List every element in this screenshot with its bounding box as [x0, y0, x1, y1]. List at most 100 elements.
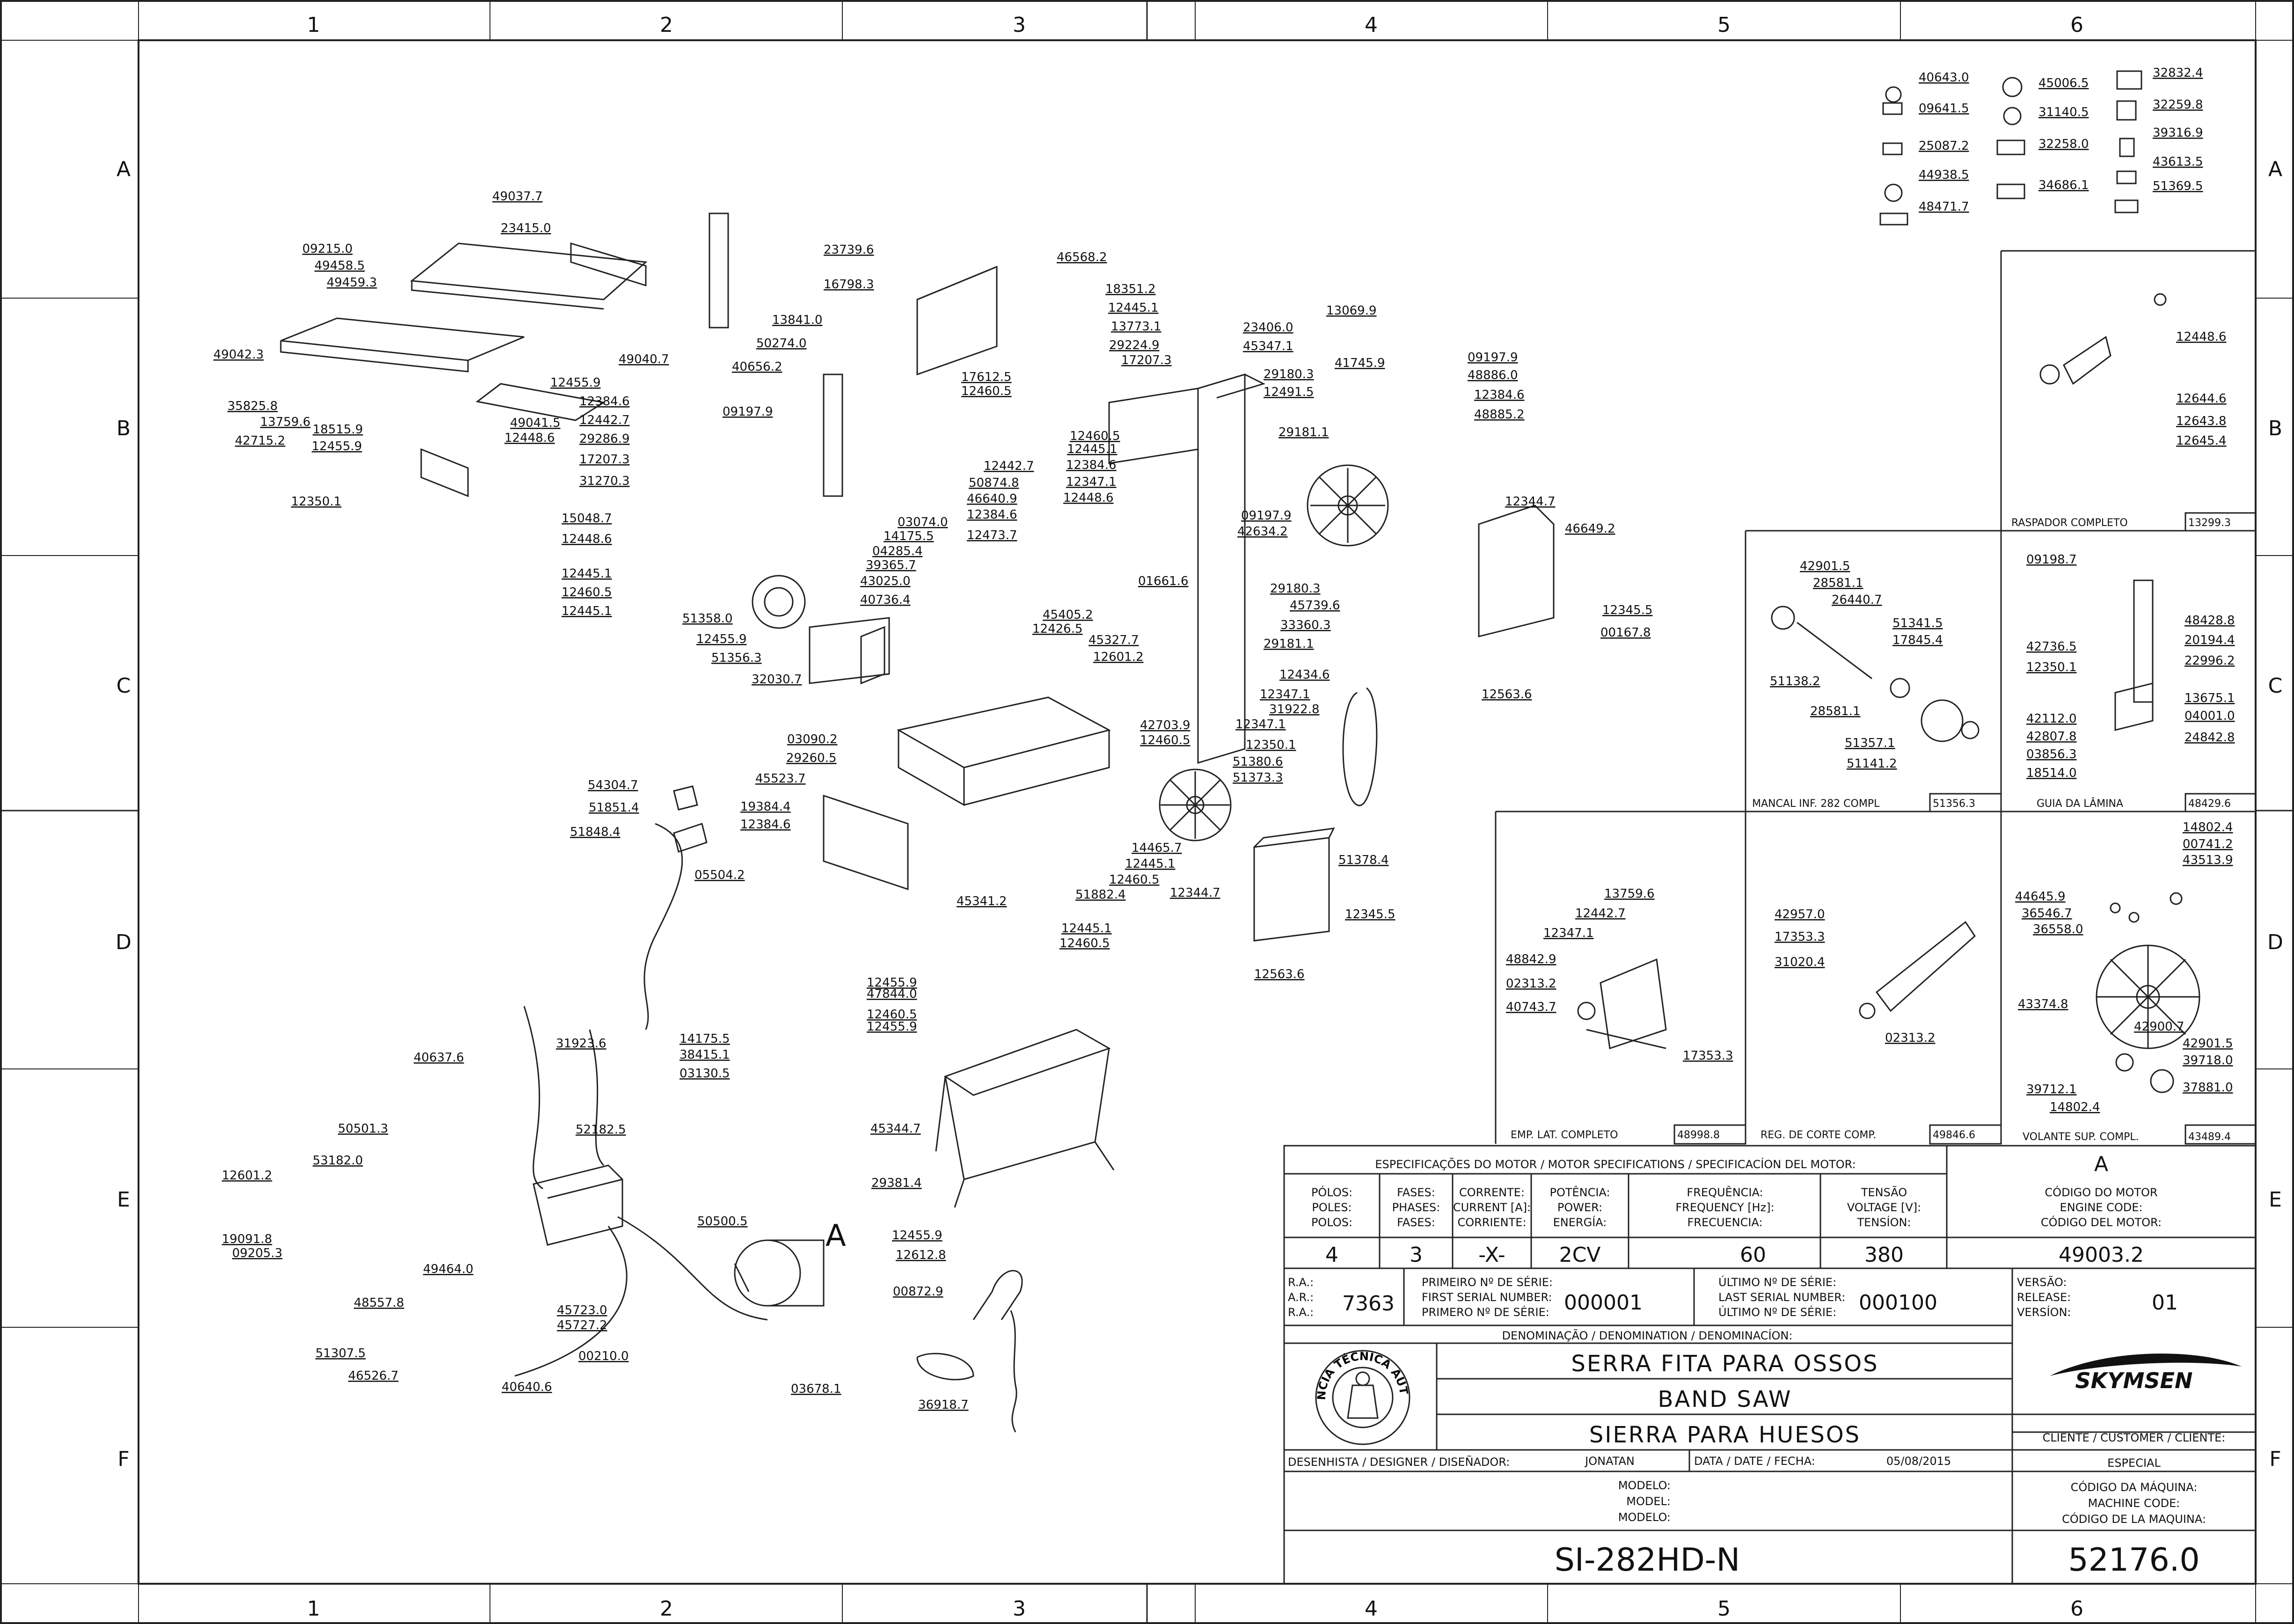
inset-part-label: 42957.0 — [1775, 907, 1825, 922]
part-number-label: 29180.3 — [1270, 582, 1321, 596]
part-number-label: 12445.1 — [1108, 301, 1159, 315]
part-number-label: 09197.9 — [723, 405, 773, 419]
legend-labels: 40643.009641.525087.244938.548471.745006… — [1919, 66, 2203, 214]
inset-part-label: 09198.7 — [2026, 553, 2077, 567]
part-number-label: 45344.7 — [870, 1122, 921, 1136]
part-number-label: 19384.4 — [740, 800, 791, 814]
part-number-label: 09205.3 — [232, 1246, 283, 1260]
inset-part-label: 24842.8 — [2184, 731, 2235, 745]
part-number-label: 13759.6 — [260, 415, 311, 429]
part-number-label: 12455.9 — [696, 632, 747, 646]
machine-code-label: MACHINE CODE: — [2088, 1497, 2180, 1510]
inset-part-label: 28581.1 — [1810, 704, 1861, 718]
part-number-label: 51851.4 — [589, 801, 639, 815]
part-number-label: 49464.0 — [423, 1262, 474, 1276]
part-number-label: 52182.5 — [576, 1123, 626, 1137]
part-number-label: 12347.1 — [1235, 717, 1286, 732]
part-number-label: 45347.1 — [1243, 339, 1293, 353]
part-number-label: 29181.1 — [1264, 637, 1314, 651]
inset-part-label: 43374.8 — [2018, 997, 2068, 1011]
inset-part-label: 42900.7 — [2134, 1020, 2184, 1034]
legend-code-label: 40643.0 — [1919, 71, 1969, 85]
inset-part-label: 04001.0 — [2184, 709, 2235, 723]
inset-part-label: 37881.0 — [2183, 1081, 2233, 1095]
part-labels: 09215.049458.549459.349042.349037.723415… — [213, 190, 1653, 1412]
first-serial-label: FIRST SERIAL NUMBER: — [1422, 1291, 1552, 1304]
part-number-label: 12460.5 — [1070, 429, 1120, 443]
inset-part-label: 42901.5 — [1800, 559, 1850, 573]
part-number-label: 12460.5 — [1140, 733, 1191, 747]
machine-name: SERRA FITA PARA OSSOS — [1571, 1351, 1878, 1377]
part-number-label: 12455.9 — [312, 439, 362, 454]
ra-label: R.A.: — [1288, 1276, 1314, 1289]
grid-row-label: D — [116, 930, 132, 954]
machine-name: SIERRA PARA HUESOS — [1589, 1422, 1861, 1448]
inset-part-label: 44645.9 — [2015, 890, 2066, 904]
legend-code-label: 32259.8 — [2153, 98, 2203, 112]
part-number-label: 48557.8 — [354, 1296, 404, 1310]
part-number-label: 18515.9 — [313, 423, 363, 437]
client-label: CLIENTE / CUSTOMER / CLIENTE: — [2043, 1431, 2226, 1444]
legend-icons — [1879, 70, 2142, 226]
last-serial-label: LAST SERIAL NUMBER: — [1718, 1291, 1845, 1304]
inset-title: MANCAL INF. 282 COMPL — [1752, 798, 1880, 810]
inset-code: 48429.6 — [2188, 798, 2231, 810]
part-number-label: 12601.2 — [1093, 650, 1144, 664]
part-number-label: 12601.2 — [222, 1169, 272, 1183]
version-label: VERSÃO: — [2017, 1275, 2067, 1289]
grid-row-label: E — [117, 1188, 130, 1212]
part-number-label: 12350.1 — [291, 495, 342, 509]
spec-header: POTÊNCIA: — [1549, 1185, 1610, 1199]
part-number-label: 12426.5 — [1032, 622, 1083, 636]
inset-part-label: 12645.4 — [2176, 434, 2227, 448]
part-number-label: 00167.8 — [1600, 626, 1651, 640]
spec-header: ENERGÍA: — [1553, 1215, 1607, 1229]
part-number-label: 29260.5 — [786, 751, 837, 765]
part-number-label: 51373.3 — [1233, 771, 1283, 785]
inset-part-label: 43513.9 — [2183, 853, 2233, 867]
last-serial-label: ÚLTIMO Nº DE SÉRIE: — [1718, 1275, 1836, 1289]
inset-part-label: 48428.8 — [2184, 614, 2235, 628]
part-number-label: 54304.7 — [588, 778, 638, 792]
inset-part-label: 36546.7 — [2022, 907, 2072, 921]
part-number-label: 14175.5 — [679, 1032, 730, 1046]
spec-header: FREQUÊNCIA: — [1687, 1185, 1763, 1199]
spec-value: 3 — [1410, 1243, 1423, 1267]
spec-header: PHASES: — [1392, 1201, 1440, 1214]
legend-code-label: 25087.2 — [1919, 139, 1969, 153]
inset-part-label: 31020.4 — [1775, 955, 1825, 969]
legend-code-label: 34686.1 — [2038, 178, 2089, 192]
spec-value: 4 — [1325, 1243, 1338, 1267]
part-number-label: 48886.0 — [1468, 368, 1518, 382]
part-number-label: 45523.7 — [755, 772, 806, 786]
inset-frames — [1495, 250, 2257, 1145]
part-number-label: 04285.4 — [872, 544, 923, 558]
part-number-label: 36918.7 — [918, 1398, 969, 1412]
spec-header: POWER: — [1557, 1201, 1602, 1214]
part-number-label: 12460.5 — [562, 585, 612, 600]
motor-spec-header: ESPECIFICAÇÕES DO MOTOR / MOTOR SPECIFIC… — [1375, 1157, 1856, 1171]
inset-part-label: 00741.2 — [2183, 837, 2233, 851]
part-number-label: 29181.1 — [1279, 425, 1329, 439]
part-number-label: 49037.7 — [492, 190, 543, 204]
part-number-label: 49458.5 — [314, 259, 365, 273]
inset-part-label: 12448.6 — [2176, 330, 2227, 344]
inset-part-label: 39718.0 — [2183, 1053, 2233, 1068]
grid-row-label: B — [117, 417, 131, 440]
part-number-label: 12455.9 — [550, 376, 601, 390]
inset-part-label: 28581.1 — [1813, 576, 1863, 590]
inset-title: REG. DE CORTE COMP. — [1761, 1129, 1876, 1141]
inset-code: 48998.8 — [1677, 1129, 1720, 1141]
spec-header: ENGINE CODE: — [2060, 1201, 2143, 1214]
part-number-label: 51307.5 — [315, 1346, 366, 1361]
part-number-label: 12345.5 — [1602, 603, 1653, 617]
part-number-label: 49040.7 — [619, 352, 669, 366]
inset-part-label: 42807.8 — [2026, 730, 2077, 744]
part-number-label: 09215.0 — [302, 242, 353, 256]
part-number-label: 12384.6 — [967, 508, 1017, 522]
model-label: MODELO: — [1618, 1511, 1671, 1524]
version: 01 — [2152, 1291, 2178, 1315]
part-number-label: 46649.2 — [1565, 522, 1615, 536]
